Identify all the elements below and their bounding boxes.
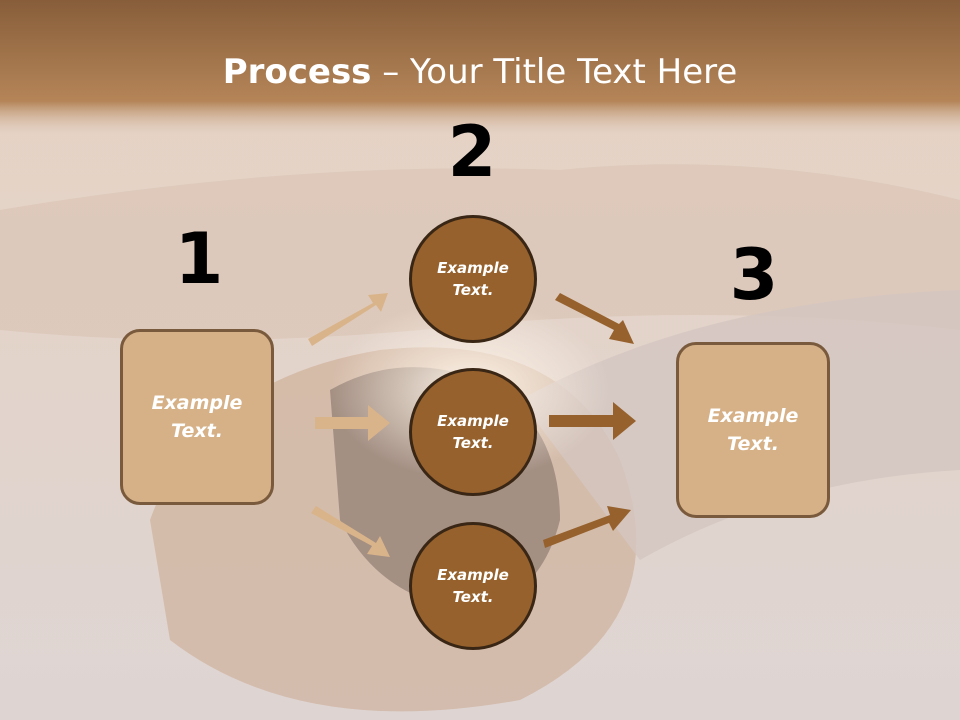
step-number-3: 3	[729, 234, 779, 316]
step-1-label: Example Text.	[151, 391, 243, 443]
title-rest: – Your Title Text Here	[371, 52, 738, 92]
step-3-box: Example Text.	[676, 342, 830, 518]
arrow-right-middle	[549, 402, 636, 440]
circle-bottom-label: Example Text.	[437, 565, 509, 607]
circle-top: Example Text.	[409, 215, 537, 343]
step-1-box: Example Text.	[120, 329, 274, 505]
arrow-left-up	[308, 293, 388, 346]
circle-middle-label: Example Text.	[437, 411, 509, 453]
circle-top-label: Example Text.	[437, 258, 509, 300]
circle-bottom: Example Text.	[409, 522, 537, 650]
arrow-left-down	[311, 506, 390, 557]
arrow-right-down	[555, 293, 634, 344]
page-title: Process – Your Title Text Here	[0, 52, 960, 92]
step-number-2: 2	[447, 111, 497, 193]
step-3-label: Example Text.	[707, 404, 799, 456]
step-number-1: 1	[174, 218, 224, 300]
circle-middle: Example Text.	[409, 368, 537, 496]
arrow-right-up	[543, 506, 631, 548]
arrow-left-middle	[315, 405, 390, 441]
title-bold: Process	[222, 52, 372, 92]
